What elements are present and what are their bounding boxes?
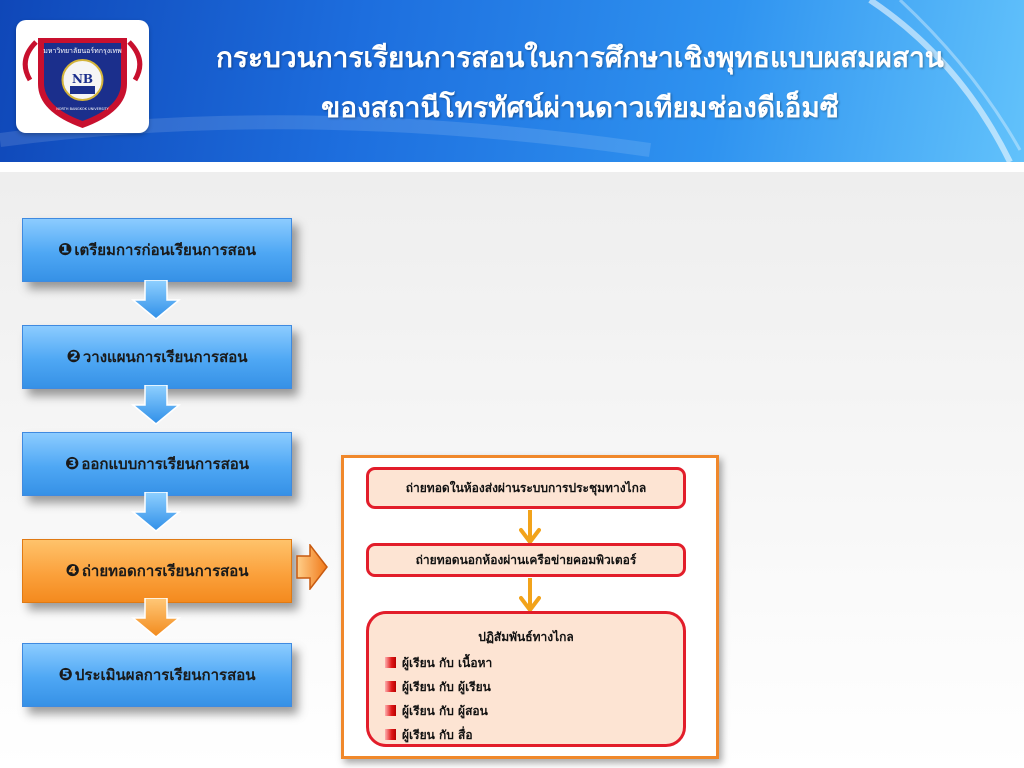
in-studio-teleconference-label: ถ่ายทอดในห้องส่งผ่านระบบการประชุมทางไกล bbox=[405, 480, 647, 495]
square-bullet-icon bbox=[385, 657, 396, 668]
header-decoration bbox=[0, 0, 1022, 162]
interaction-item-label: ผู้เรียน กับ สื่อ bbox=[402, 728, 473, 742]
interaction-item-label: ผู้เรียน กับ ผู้เรียน bbox=[402, 680, 491, 694]
down-arrow-icon bbox=[131, 492, 181, 532]
logo-emblem-text: NB bbox=[72, 72, 93, 86]
interaction-item: ผู้เรียน กับ ผู้สอน bbox=[385, 699, 699, 723]
outside-studio-network-label: ถ่ายทอดนอกห้องผ่านเครือข่ายคอมพิวเตอร์ bbox=[415, 552, 637, 567]
step-3-label: ออกแบบการเรียนการสอน bbox=[81, 455, 249, 473]
page-title-line2: ของสถานีโทรทัศน์ผ่านดาวเทียมช่องดีเอ็มซี bbox=[321, 91, 839, 124]
logo-bottom-text: NORTH BANGKOK UNIVERSITY bbox=[56, 107, 109, 111]
step-4-number: ❹ bbox=[65, 561, 80, 581]
page-title-line1: กระบวนการเรียนการสอนในการศึกษาเชิงพุทธแบ… bbox=[216, 41, 944, 74]
outside-studio-network-box: ถ่ายทอดนอกห้องผ่านเครือข่ายคอมพิวเตอร์ bbox=[366, 543, 686, 577]
step-5-label: ประเมินผลการเรียนการสอน bbox=[74, 666, 256, 684]
delivery-detail-panel: ถ่ายทอดในห้องส่งผ่านระบบการประชุมทางไกล … bbox=[341, 455, 719, 759]
step-4-box-active: ❹ ถ่ายทอดการเรียนการสอน bbox=[22, 539, 292, 603]
square-bullet-icon bbox=[385, 729, 396, 740]
header-separator bbox=[0, 162, 1024, 172]
logo-top-text: มหาวิทยาลัยนอร์ทกรุงเทพ bbox=[43, 47, 122, 55]
distance-interaction-title: ปฏิสัมพันธ์ทางไกล bbox=[478, 630, 574, 644]
step-4-label: ถ่ายทอดการเรียนการสอน bbox=[81, 562, 249, 580]
university-logo: มหาวิทยาลัยนอร์ทกรุงเทพ NB NORTH BANGKOK… bbox=[16, 20, 149, 133]
step-2-label: วางแผนการเรียนการสอน bbox=[82, 348, 248, 366]
down-arrow-orange-icon bbox=[131, 598, 181, 638]
step-3-box: ❸ ออกแบบการเรียนการสอน bbox=[22, 432, 292, 496]
interaction-item: ผู้เรียน กับ ผู้เรียน bbox=[385, 675, 699, 699]
header-banner: มหาวิทยาลัยนอร์ทกรุงเทพ NB NORTH BANGKOK… bbox=[0, 0, 1024, 162]
square-bullet-icon bbox=[385, 681, 396, 692]
university-shield-logo-icon bbox=[22, 38, 143, 128]
step-3-number: ❸ bbox=[65, 454, 80, 474]
interaction-item: ผู้เรียน กับ สื่อ bbox=[385, 723, 699, 747]
right-arrow-icon bbox=[296, 544, 328, 590]
in-studio-teleconference-box: ถ่ายทอดในห้องส่งผ่านระบบการประชุมทางไกล bbox=[366, 467, 686, 509]
logo-text-layer: มหาวิทยาลัยนอร์ทกรุงเทพ NB NORTH BANGKOK… bbox=[43, 47, 122, 111]
step-1-box: ❶ เตรียมการก่อนเรียนการสอน bbox=[22, 218, 292, 282]
down-arrow-icon bbox=[131, 280, 181, 320]
down-arrow-small-icon bbox=[519, 578, 541, 612]
square-bullet-icon bbox=[385, 705, 396, 716]
interaction-item-label: ผู้เรียน กับ ผู้สอน bbox=[402, 704, 488, 718]
interaction-item: ผู้เรียน กับ เนื้อหา bbox=[385, 651, 699, 675]
step-5-number: ❺ bbox=[58, 665, 73, 685]
step-2-box: ❷ วางแผนการเรียนการสอน bbox=[22, 325, 292, 389]
step-1-number: ❶ bbox=[57, 240, 73, 260]
step-1-label: เตรียมการก่อนเรียนการสอน bbox=[74, 241, 257, 259]
interaction-item-label: ผู้เรียน กับ เนื้อหา bbox=[402, 656, 493, 670]
step-2-number: ❷ bbox=[66, 347, 81, 367]
down-arrow-small-icon bbox=[519, 510, 541, 544]
distance-interaction-box: ปฏิสัมพันธ์ทางไกล ผู้เรียน กับ เนื้อหา ผ… bbox=[366, 611, 686, 747]
step-5-box: ❺ ประเมินผลการเรียนการสอน bbox=[22, 643, 292, 707]
down-arrow-icon bbox=[131, 385, 181, 425]
